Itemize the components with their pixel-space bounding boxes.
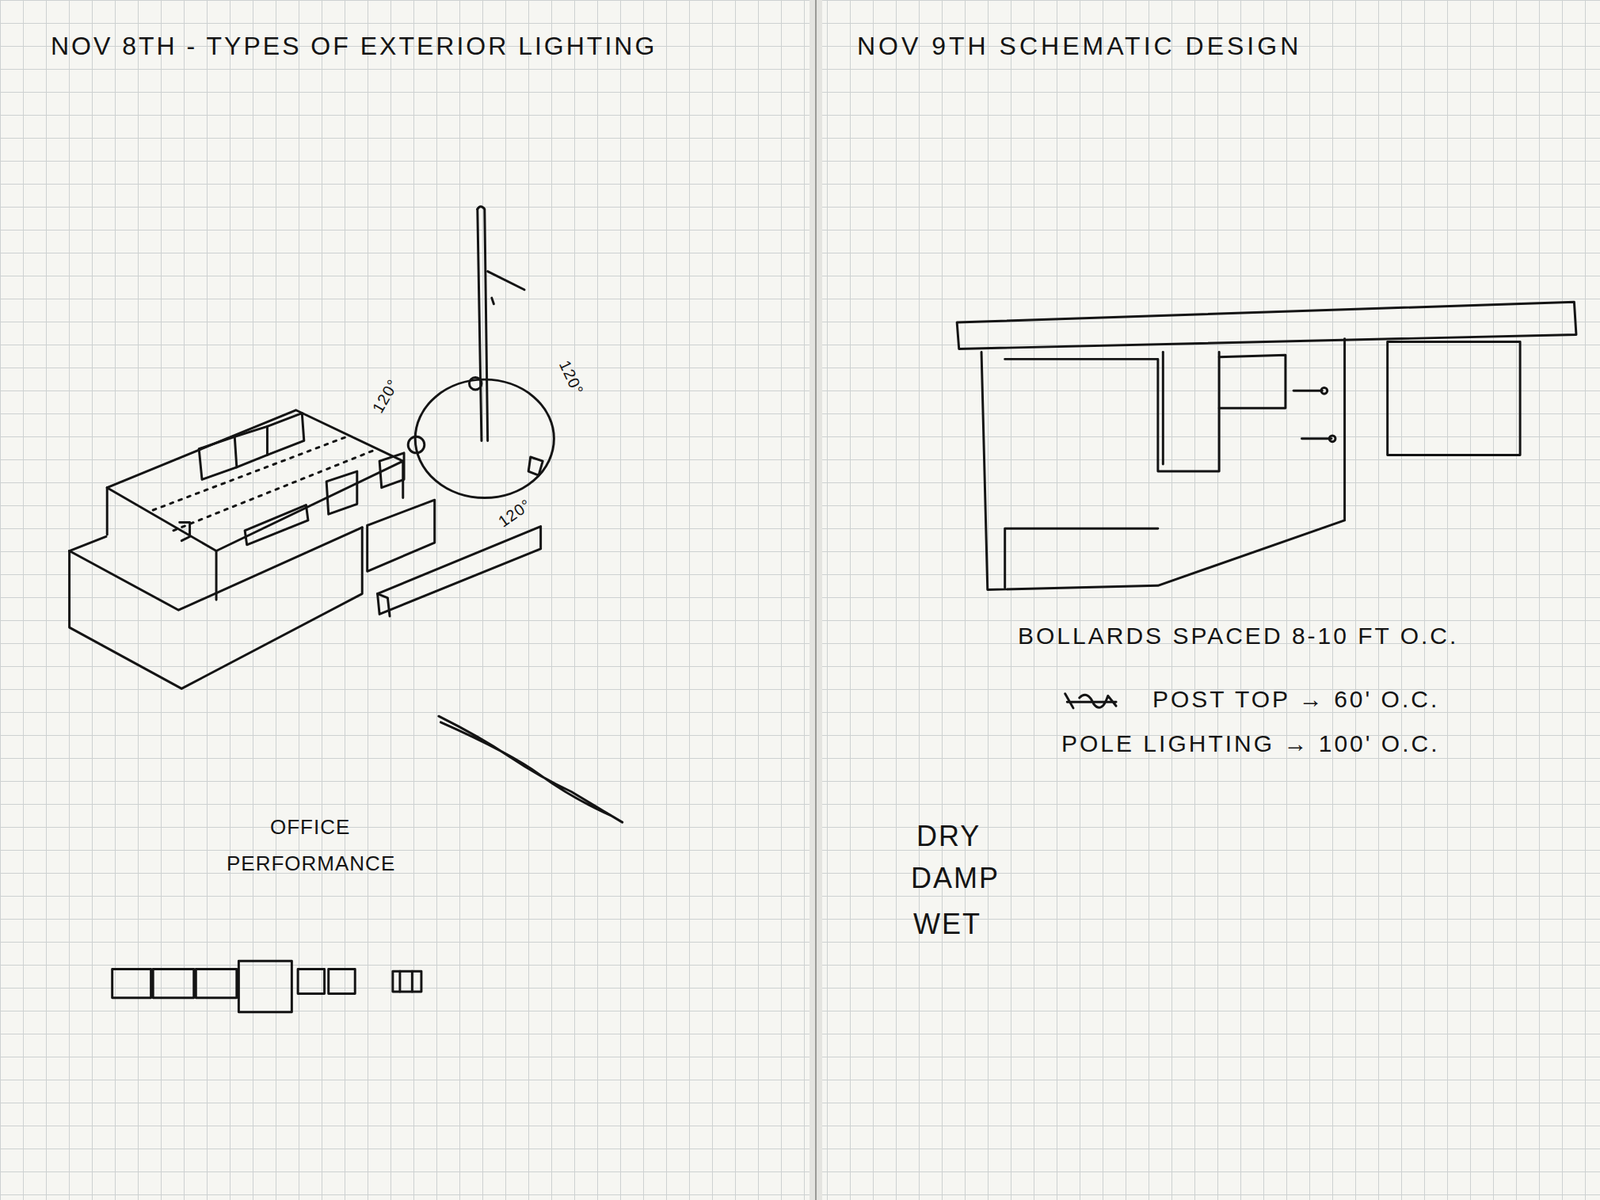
spacing-note: POST TOP → 60' O.C. (1152, 685, 1440, 714)
building-sketch (69, 410, 541, 690)
page-heading: NOV 9TH SCHEMATIC DESIGN (857, 31, 1302, 61)
spacing-note: BOLLARDS SPACED 8-10 FT O.C. (1017, 622, 1459, 651)
angle-note: 120° (369, 376, 404, 417)
pole-light-sketch (407, 206, 554, 499)
location-rating: DAMP (910, 861, 1000, 895)
wavy-stroke (438, 716, 623, 823)
page-heading: NOV 8TH - TYPES OF EXTERIOR LIGHTING (50, 31, 657, 61)
angle-note: 120° (555, 358, 587, 399)
angle-note: 120° (495, 495, 535, 532)
site-plan-sketch (956, 301, 1577, 590)
note-text: OFFICE (270, 815, 351, 840)
crossed-out-word (1065, 693, 1117, 709)
binding-line (815, 0, 817, 1200)
note-text: PERFORMANCE (226, 852, 396, 877)
fixture-row (112, 960, 422, 1012)
location-rating: WET (913, 907, 982, 941)
location-rating: DRY (916, 819, 981, 853)
spacing-note: POLE LIGHTING → 100' O.C. (1061, 730, 1440, 759)
binding-shadow (809, 0, 823, 1200)
